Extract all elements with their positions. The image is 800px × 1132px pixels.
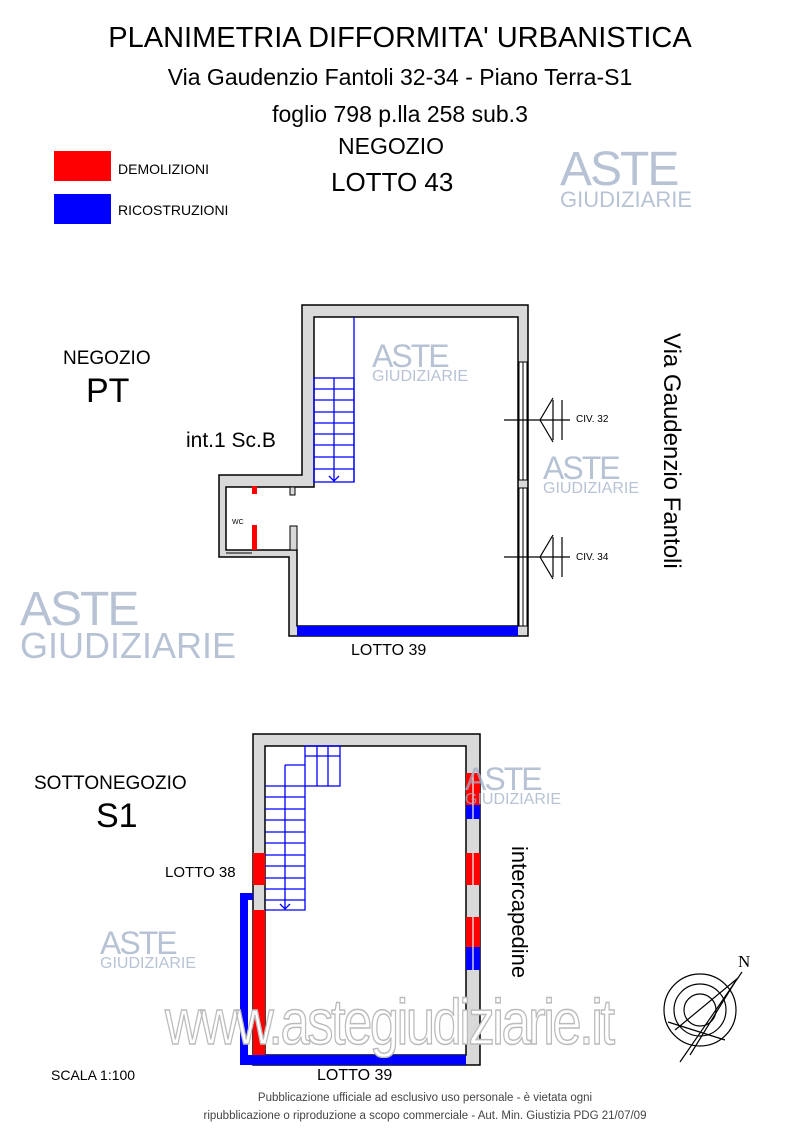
legend-label-ricostruzioni: RICOSTRUZIONI [118, 202, 229, 218]
legend-swatch-ricostruzioni [54, 194, 111, 224]
legend-label-demolizioni: DEMOLIZIONI [118, 161, 210, 177]
ground-floor-level: PT [86, 372, 130, 410]
ground-floor-stairs [313, 317, 355, 483]
basement-type: SOTTONEGOZIO [34, 773, 187, 794]
internal-number: int.1 Sc.B [186, 429, 276, 452]
ground-floor-bottom-neighbor: LOTTO 39 [351, 642, 427, 659]
cadastral-reference: foglio 798 p.lla 258 sub.3 [272, 101, 528, 127]
street-name: Via Gaudenzio Fantoli [658, 333, 685, 569]
footer-line-1: Pubblicazione ufficiale ad esclusivo uso… [257, 1092, 593, 1104]
lot-number: LOTTO 43 [331, 167, 454, 197]
watermark-url: www.astegiudiziarie.it [164, 986, 615, 1058]
north-compass-icon [663, 971, 743, 1063]
basement-level: S1 [96, 797, 138, 835]
wc-label: WC [232, 519, 244, 526]
basement-bottom-neighbor: LOTTO 39 [317, 1067, 393, 1084]
demolished-wall-s1-a [253, 853, 265, 885]
legend-swatch-demolizioni [54, 151, 111, 181]
basement-left-neighbor: LOTTO 38 [165, 864, 236, 881]
compass-north-label: N [738, 952, 751, 971]
demolished-wall-2 [252, 525, 257, 550]
page-title: PLANIMETRIA DIFFORMITA' URBANISTICA [108, 22, 692, 54]
basement-stairs [265, 745, 341, 911]
civ-32-label: CIV. 32 [576, 414, 609, 425]
entrance-symbol-civ32 [504, 397, 570, 443]
entrance-symbol-civ34 [504, 534, 570, 580]
demolished-wall-s1-b [253, 910, 265, 1055]
scale-label: SCALA 1:100 [51, 1067, 136, 1083]
intercapedine-label: intercapedine [507, 846, 532, 979]
address: Via Gaudenzio Fantoli 32-34 - Piano Terr… [167, 64, 633, 90]
footer-line-2: ripubblicazione o riproduzione a scopo c… [203, 1110, 647, 1122]
civ-34-label: CIV. 34 [576, 552, 609, 563]
rebuilt-wall-ground [297, 626, 518, 636]
ground-floor-type: NEGOZIO [63, 348, 151, 369]
demolished-wall-1 [252, 486, 257, 494]
unit-type: NEGOZIO [338, 133, 445, 159]
